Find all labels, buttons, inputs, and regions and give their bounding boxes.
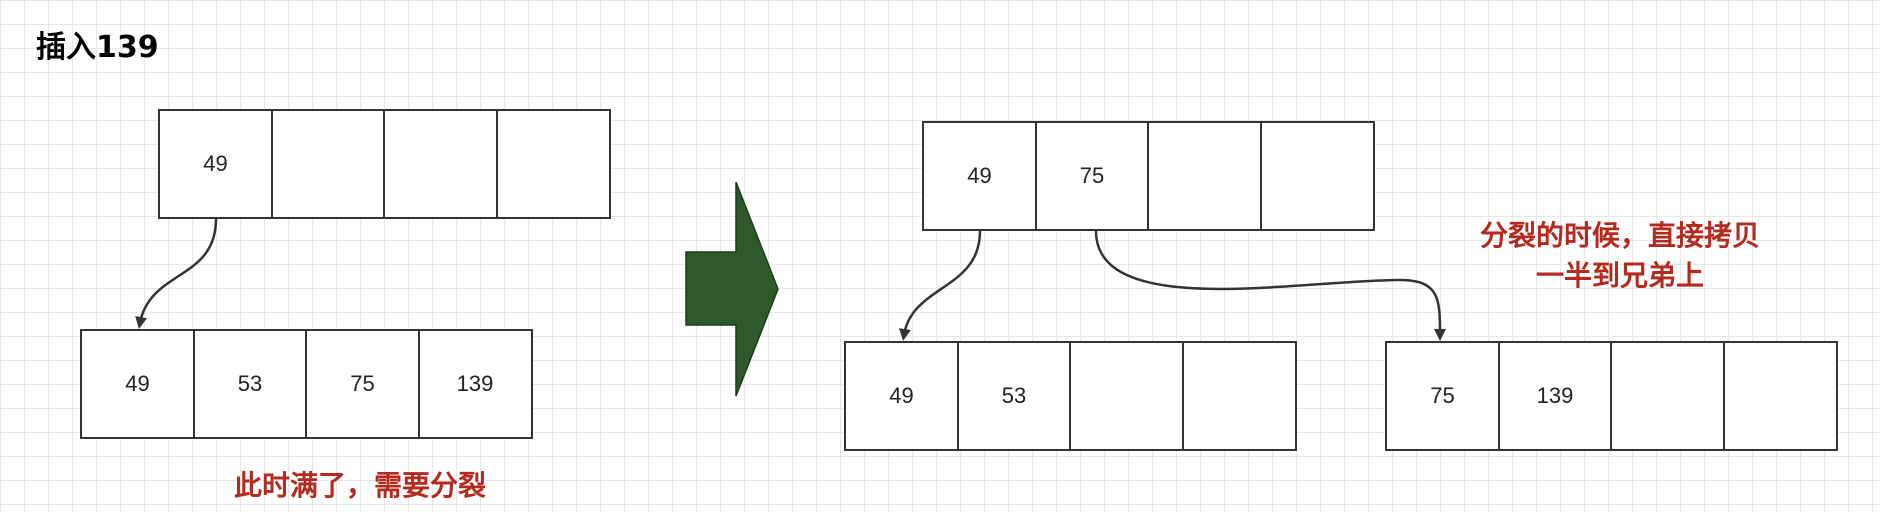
- key-cell: 49: [922, 121, 1037, 231]
- after-left-pointer-arrow: [899, 230, 982, 341]
- after-right-pointer-arrow: [1094, 230, 1446, 341]
- page-title: 插入139: [36, 30, 159, 65]
- key-cell: [1147, 121, 1262, 231]
- key-cell: [1259, 121, 1375, 231]
- key-cell: 75: [305, 329, 420, 439]
- key-cell: 139: [417, 329, 533, 439]
- after-right-child-node: 75 139: [1385, 341, 1838, 451]
- key-cell: 75: [1385, 341, 1500, 451]
- key-cell: 49: [158, 109, 273, 219]
- after-parent-node: 49 75: [922, 121, 1375, 231]
- before-child-node: 49 53 75 139: [80, 329, 533, 439]
- key-cell: 49: [844, 341, 959, 451]
- key-cell: [1722, 341, 1838, 451]
- before-pointer-arrow: [135, 218, 218, 329]
- transition-arrow-icon: [685, 181, 779, 397]
- key-cell: [1069, 341, 1184, 451]
- key-cell: [1610, 341, 1725, 451]
- key-cell: 139: [1497, 341, 1613, 451]
- key-cell: 49: [80, 329, 195, 439]
- split-note-line-1: 分裂的时候，直接拷贝: [1479, 219, 1760, 252]
- key-cell: 53: [192, 329, 308, 439]
- split-note: 分裂的时候，直接拷贝 一半到兄弟上: [1440, 216, 1800, 296]
- key-cell: [1181, 341, 1297, 451]
- before-parent-node: 49: [158, 109, 611, 219]
- after-left-child-node: 49 53: [844, 341, 1297, 451]
- key-cell: [495, 109, 611, 219]
- split-note-line-2: 一半到兄弟上: [1535, 259, 1704, 292]
- key-cell: 75: [1034, 121, 1150, 231]
- full-node-note: 此时满了，需要分裂: [234, 469, 487, 502]
